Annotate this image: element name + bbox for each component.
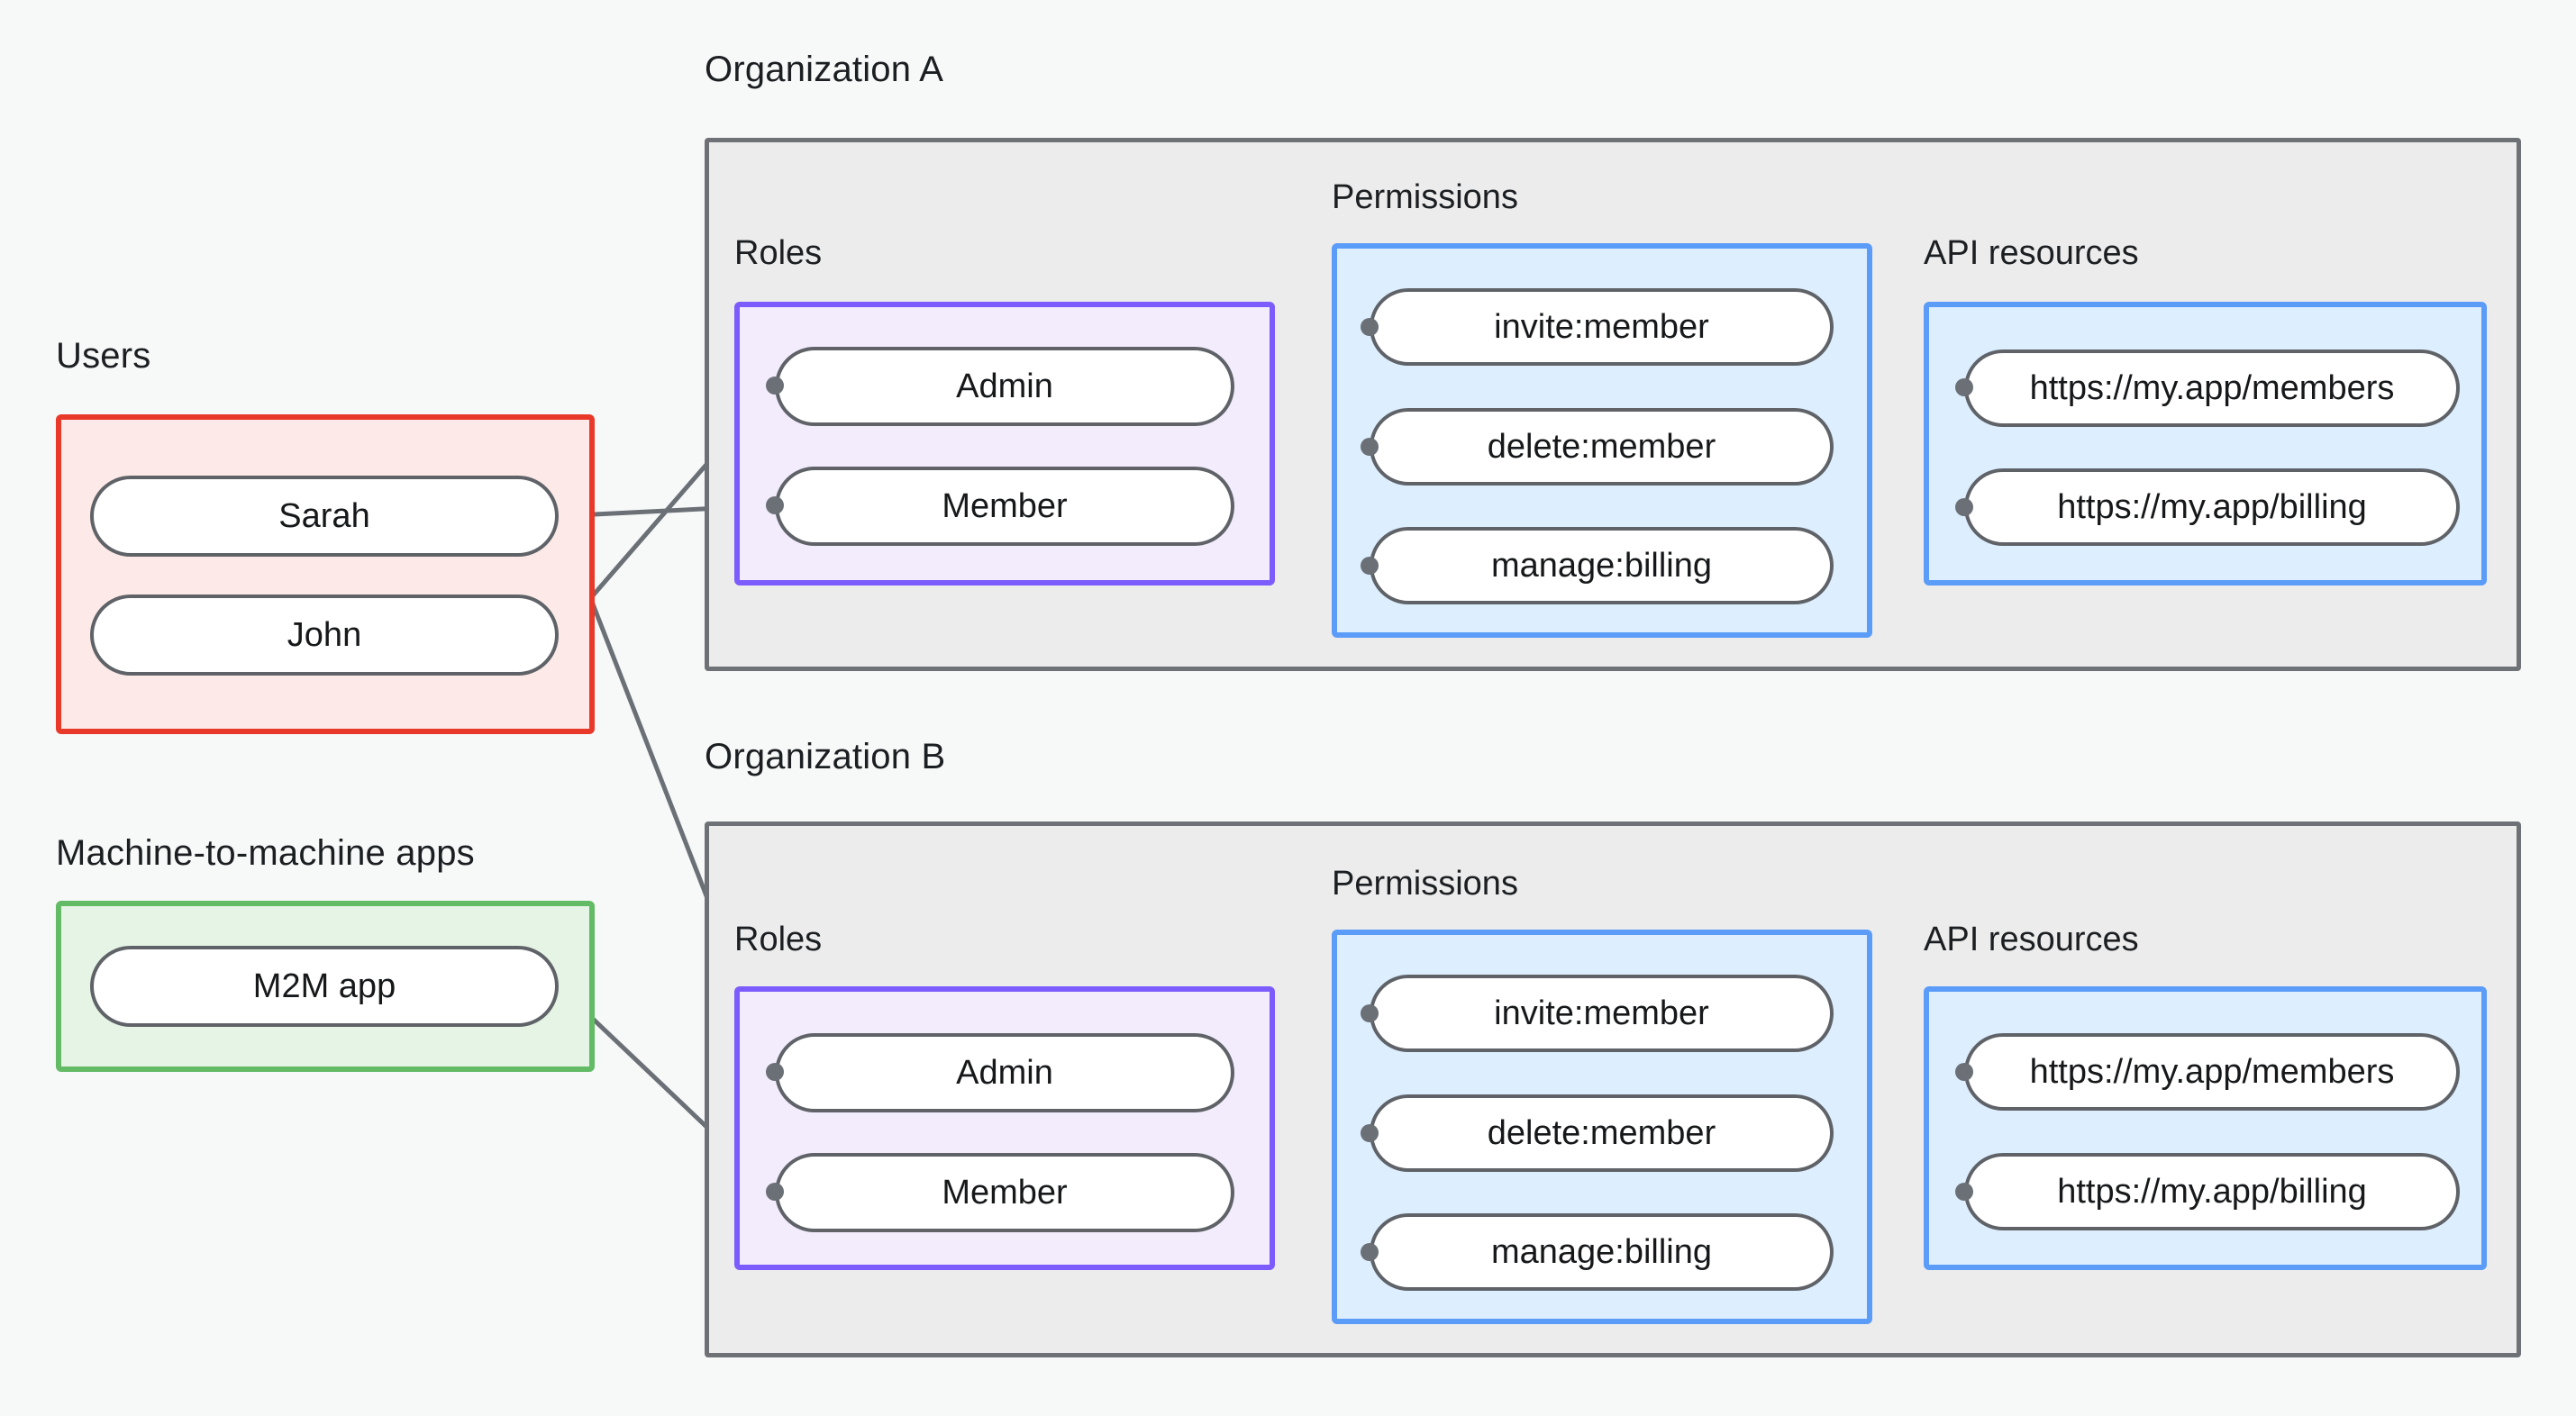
- users-container: [56, 414, 595, 734]
- endpoint-dot-orgB-delete: [1361, 1124, 1379, 1142]
- endpoint-dot-orgB-members-url: [1955, 1063, 1973, 1081]
- org-a-api-pill-billing[interactable]: https://my.app/billing: [1964, 468, 2460, 546]
- org-a-permission-pill-delete-member[interactable]: delete:member: [1370, 408, 1834, 486]
- org-b-role-pill-admin-label: Admin: [956, 1053, 1053, 1092]
- org-a-permission-pill-invite-member[interactable]: invite:member: [1370, 288, 1834, 366]
- org-a-permission-pill-manage-billing[interactable]: manage:billing: [1370, 527, 1834, 604]
- org-b-permission-pill-delete-member[interactable]: delete:member: [1370, 1094, 1834, 1172]
- users-group-label: Users: [56, 336, 151, 376]
- user-pill-sarah[interactable]: Sarah: [90, 476, 559, 557]
- org-a-permission-pill-delete-member-label: delete:member: [1487, 427, 1716, 466]
- org-a-api-pill-members-label: https://my.app/members: [2029, 368, 2395, 407]
- org-a-permission-pill-invite-member-label: invite:member: [1494, 307, 1709, 346]
- endpoint-dot-orgB-billing-url: [1955, 1183, 1973, 1201]
- user-pill-john-label: John: [287, 615, 362, 654]
- org-b-api-pill-billing[interactable]: https://my.app/billing: [1964, 1153, 2460, 1230]
- org-b-api-pill-members-label: https://my.app/members: [2029, 1052, 2395, 1091]
- org-b-permission-pill-invite-member-label: invite:member: [1494, 994, 1709, 1032]
- org-a-role-pill-admin[interactable]: Admin: [775, 347, 1234, 426]
- org-a-api-pill-members[interactable]: https://my.app/members: [1964, 349, 2460, 427]
- org-b-permission-pill-manage-billing[interactable]: manage:billing: [1370, 1213, 1834, 1291]
- user-pill-sarah-label: Sarah: [278, 496, 370, 535]
- endpoint-dot-orgB-billing: [1361, 1243, 1379, 1261]
- m2m-pill-app-label: M2M app: [252, 967, 396, 1005]
- org-a-permissions-label: Permissions: [1332, 178, 1518, 216]
- endpoint-dot-orgA-delete: [1361, 438, 1379, 456]
- org-b-role-pill-admin[interactable]: Admin: [775, 1033, 1234, 1112]
- endpoint-dot-orgB-invite: [1361, 1004, 1379, 1022]
- org-b-roles-label: Roles: [734, 921, 823, 958]
- user-pill-john[interactable]: John: [90, 595, 559, 676]
- endpoint-dot-orgA-admin: [766, 377, 784, 395]
- m2m-pill-app[interactable]: M2M app: [90, 946, 559, 1027]
- org-a-label: Organization A: [705, 50, 944, 89]
- org-a-role-pill-member-label: Member: [942, 486, 1068, 525]
- org-b-api-pill-billing-label: https://my.app/billing: [2057, 1172, 2367, 1211]
- org-a-api-resources-label: API resources: [1924, 234, 2139, 272]
- org-b-label: Organization B: [705, 737, 946, 776]
- endpoint-dot-orgA-billing: [1361, 557, 1379, 575]
- org-b-role-pill-member-label: Member: [942, 1173, 1068, 1212]
- org-b-api-resources-label: API resources: [1924, 921, 2139, 958]
- endpoint-dot-orgB-member: [766, 1183, 784, 1201]
- m2m-group-label: Machine-to-machine apps: [56, 833, 475, 873]
- org-a-permission-pill-manage-billing-label: manage:billing: [1490, 546, 1713, 585]
- endpoint-dot-orgA-members-url: [1955, 378, 1973, 396]
- org-b-role-pill-member[interactable]: Member: [775, 1153, 1234, 1232]
- org-b-permission-pill-manage-billing-label: manage:billing: [1490, 1232, 1713, 1271]
- endpoint-dot-orgA-invite: [1361, 318, 1379, 336]
- org-b-api-pill-members[interactable]: https://my.app/members: [1964, 1033, 2460, 1111]
- org-a-role-pill-admin-label: Admin: [956, 367, 1053, 405]
- endpoint-dot-orgA-member: [766, 496, 784, 514]
- org-a-api-pill-billing-label: https://my.app/billing: [2057, 487, 2367, 526]
- org-b-permission-pill-invite-member[interactable]: invite:member: [1370, 975, 1834, 1052]
- org-a-role-pill-member[interactable]: Member: [775, 467, 1234, 546]
- org-b-permissions-label: Permissions: [1332, 865, 1518, 903]
- endpoint-dot-orgA-billing-url: [1955, 498, 1973, 516]
- endpoint-dot-orgB-admin: [766, 1063, 784, 1081]
- org-a-roles-label: Roles: [734, 234, 823, 272]
- org-b-permission-pill-delete-member-label: delete:member: [1487, 1113, 1716, 1152]
